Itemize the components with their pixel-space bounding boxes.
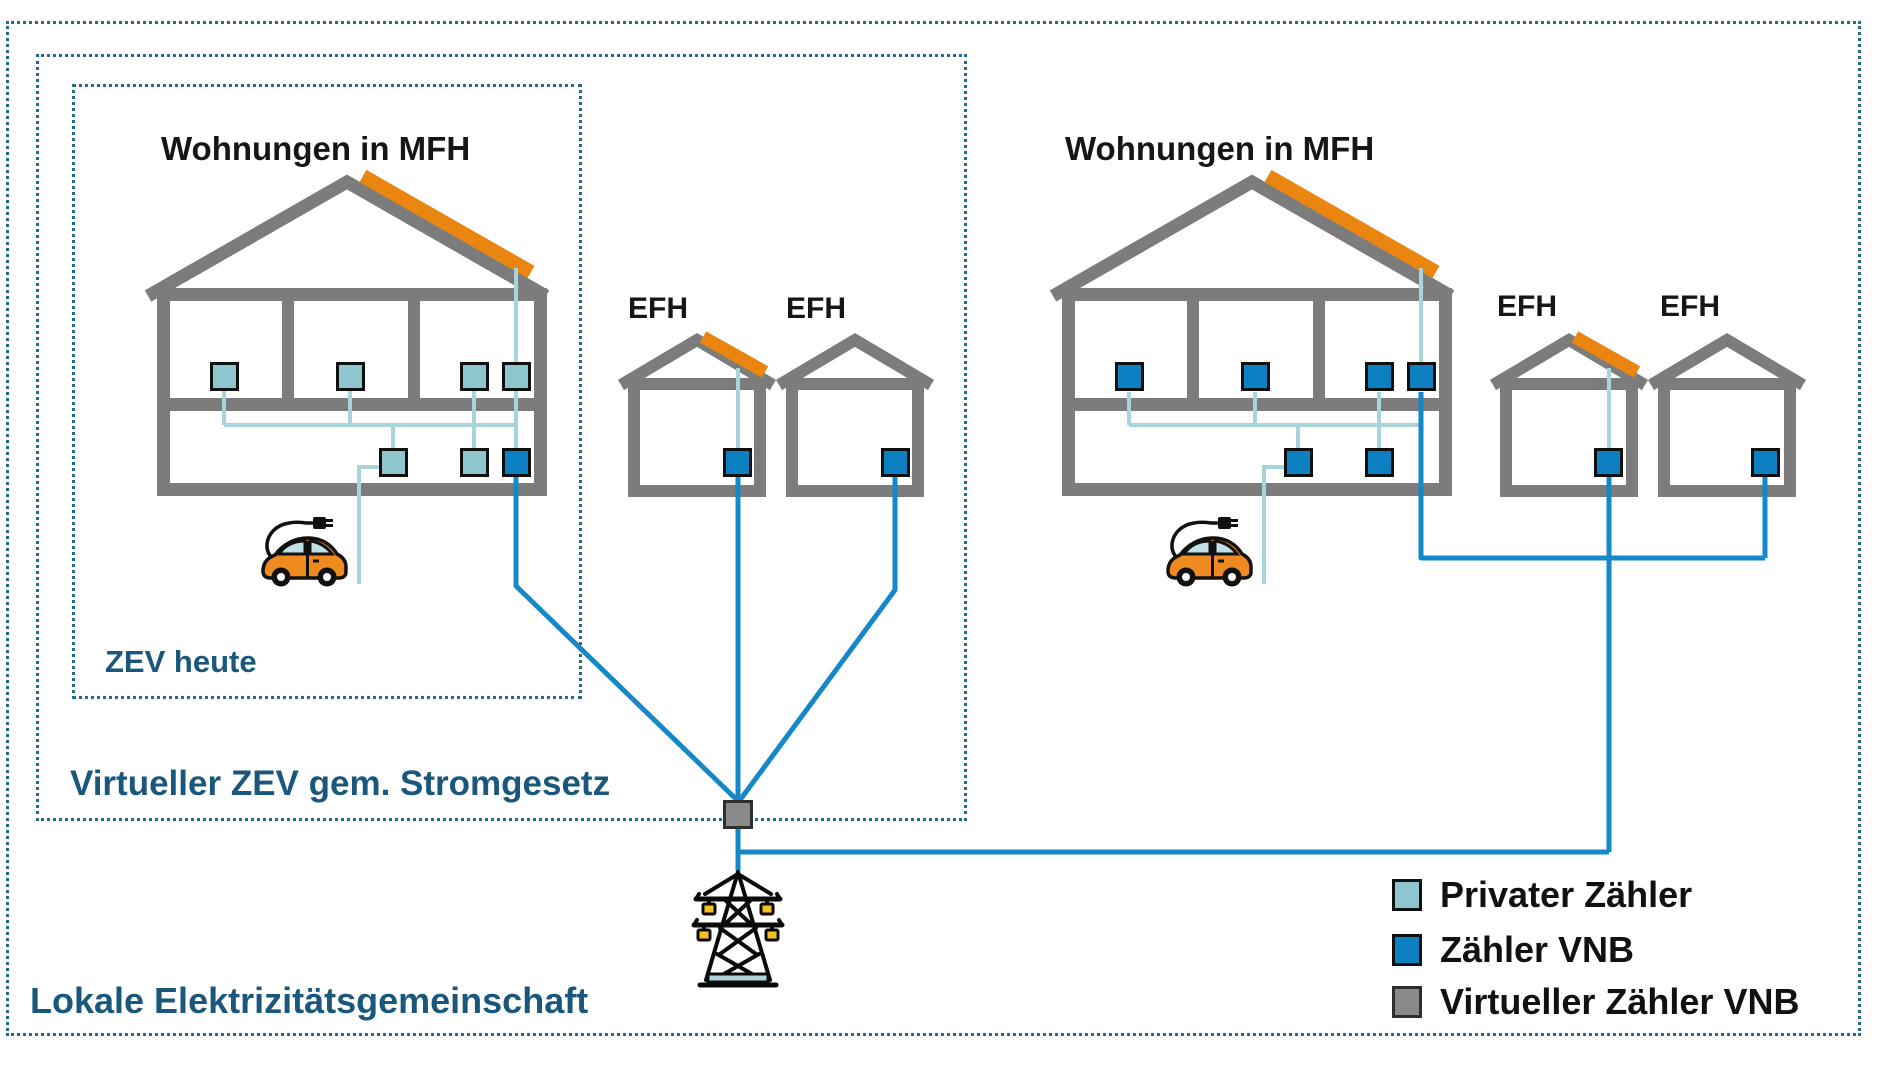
- legend-label: Virtueller Zähler VNB: [1440, 981, 1800, 1022]
- legend-label: Zähler VNB: [1440, 929, 1635, 970]
- efh-left-2-label: EFH: [786, 292, 846, 325]
- vnb-meter: [1751, 448, 1780, 477]
- legend-item-vnb-meter: Zähler VNB: [1392, 929, 1634, 971]
- vnb-meter: [1594, 448, 1623, 477]
- zev-today-label: ZEV heute: [105, 644, 257, 679]
- zev-today-box: [72, 84, 582, 699]
- private-meter-swatch: [1392, 879, 1422, 911]
- mfh-left-structure: [144, 169, 550, 496]
- efh-right-2-label: EFH: [1660, 290, 1720, 323]
- vnb-meter: [1365, 448, 1394, 477]
- private-meter: [502, 362, 531, 391]
- efh-right-1-structure: [1489, 331, 1649, 497]
- private-meter: [460, 448, 489, 477]
- legend-item-virtual-vnb-meter: Virtueller Zähler VNB: [1392, 981, 1799, 1023]
- vnb-meter: [502, 448, 531, 477]
- solar-panel: [699, 331, 769, 378]
- vnb-meter: [723, 448, 752, 477]
- local-community-label: Lokale Elektrizitätsgemeinschaft: [30, 980, 589, 1021]
- electric-car-icon: [261, 515, 348, 589]
- efh-right-2-structure: [1647, 333, 1807, 497]
- efh-right-1-label: EFH: [1497, 290, 1557, 323]
- mfh-right-label: Wohnungen in MFH: [1065, 130, 1375, 167]
- efh-left-2-structure: [775, 333, 935, 497]
- vnb-meter: [1115, 362, 1144, 391]
- vnb-meter: [881, 448, 910, 477]
- legend-item-private-meter: Privater Zähler: [1392, 874, 1692, 916]
- private-meter: [210, 362, 239, 391]
- virtual-zev-label: Virtueller ZEV gem. Stromgesetz: [70, 764, 611, 803]
- vnb-meter: [1407, 362, 1436, 391]
- private-meter: [379, 448, 408, 477]
- vnb-meter: [1241, 362, 1270, 391]
- grid-wiring: [513, 392, 1768, 871]
- vnb-meter: [1365, 362, 1394, 391]
- electric-car-icon: [1166, 515, 1253, 589]
- efh-left-1-structure: [617, 331, 777, 497]
- legend-label: Privater Zähler: [1440, 874, 1693, 915]
- efh-left-1-label: EFH: [628, 292, 688, 325]
- outer-community-box: [6, 21, 1861, 1036]
- vnb-meter-swatch: [1392, 934, 1422, 966]
- private-meter: [336, 362, 365, 391]
- vnb-meter: [1284, 448, 1313, 477]
- solar-panel: [1571, 331, 1641, 378]
- mfh-left-label: Wohnungen in MFH: [161, 130, 471, 167]
- virtual-zev-box: [36, 54, 967, 821]
- private-meter: [460, 362, 489, 391]
- virtual-vnb-meter: [723, 800, 753, 829]
- virtual-vnb-meter-swatch: [1392, 986, 1422, 1018]
- solar-panel: [359, 169, 535, 279]
- solar-panel: [1264, 169, 1440, 279]
- transmission-tower-icon: [694, 872, 782, 985]
